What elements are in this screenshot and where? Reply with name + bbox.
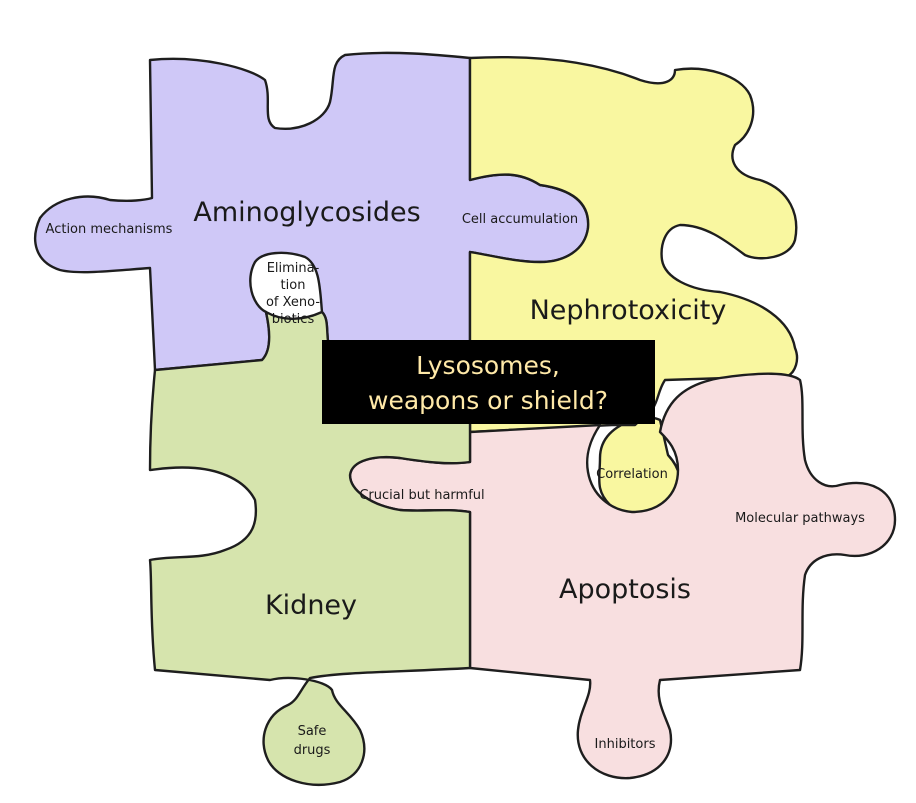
- tab-label-correlation: Correlation: [596, 467, 668, 482]
- tab-label-safe-drugs-line2: drugs: [294, 743, 331, 758]
- tab-label-elimination-line1: Elimina-: [267, 261, 320, 276]
- tab-label-action-mechanisms: Action mechanisms: [46, 222, 173, 237]
- center-box-line1: Lysosomes,: [416, 351, 560, 380]
- piece-title-aminoglycosides: Aminoglycosides: [193, 197, 420, 228]
- tab-label-cell-accumulation: Cell accumulation: [462, 212, 578, 227]
- piece-title-nephrotoxicity: Nephrotoxicity: [530, 295, 727, 326]
- tab-label-safe-drugs-line1: Safe: [298, 724, 327, 739]
- tab-label-elimination-line2: tion: [281, 278, 306, 293]
- tab-label-molecular-pathways: Molecular pathways: [735, 511, 865, 526]
- tab-label-inhibitors: Inhibitors: [595, 737, 656, 752]
- tab-label-elimination-line4: biotics: [272, 312, 315, 327]
- center-box-line2: weapons or shield?: [368, 386, 608, 415]
- tab-label-elimination-line3: of Xeno-: [266, 295, 320, 310]
- piece-title-apoptosis: Apoptosis: [559, 574, 691, 605]
- piece-title-kidney: Kidney: [265, 590, 357, 621]
- tab-label-crucial-but-harmful: Crucial but harmful: [359, 488, 484, 503]
